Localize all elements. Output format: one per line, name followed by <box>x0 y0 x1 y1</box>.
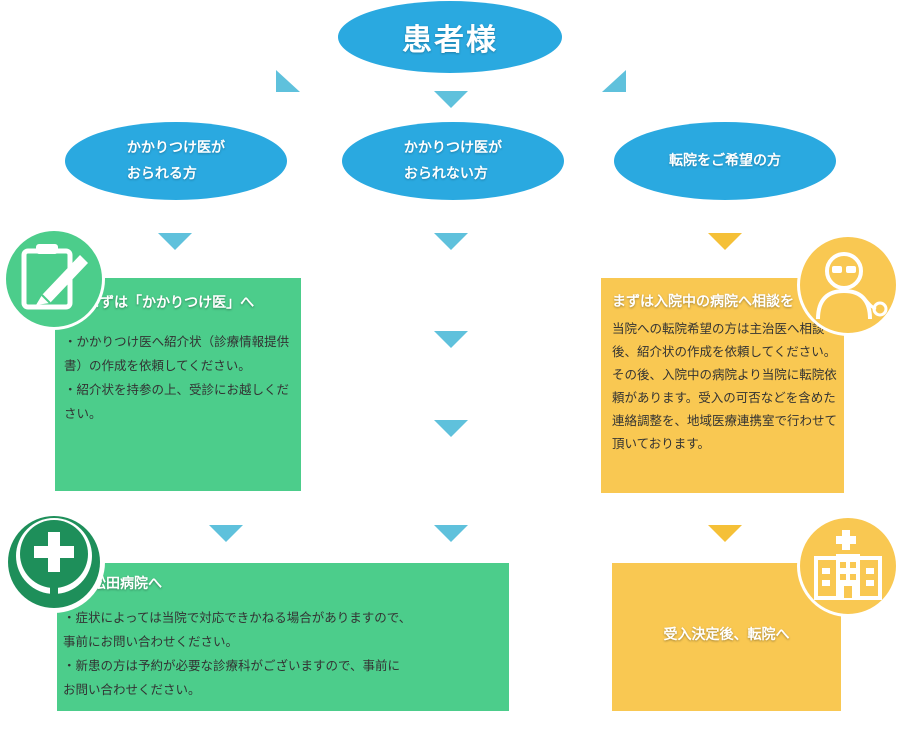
patient-label: 患者様 <box>402 23 498 58</box>
arrow-down-right-diagonal <box>602 70 626 92</box>
arrow-down-middle-3 <box>434 420 468 437</box>
branch-middle-line1: かかりつけ医が <box>403 140 503 156</box>
arrow-down-left-1 <box>158 233 192 250</box>
matsuda-line3: ・新患の方は予約が必要な診療科がございますので、事前に <box>63 658 401 673</box>
family-doctor-box <box>55 278 301 491</box>
arrow-down-middle-1 <box>434 233 468 250</box>
branch-left-line1: かかりつけ医が <box>126 140 226 156</box>
clipboard-pen-icon <box>3 228 105 330</box>
family-doctor-line1: ・かかりつけ医へ紹介状（診療情報提供書）の作成を依頼してください。 <box>64 334 290 373</box>
branch-right-line1: 転院をご希望の方 <box>669 153 781 169</box>
matsuda-hospital-text: ・症状によっては当院で対応できかねる場合がありますので、 事前にお問い合わせくだ… <box>63 606 503 702</box>
family-doctor-line2: ・紹介状を持参の上、受診にお越しください。 <box>64 382 290 421</box>
arrow-down-right-1 <box>708 233 742 250</box>
doctor-icon <box>797 234 899 336</box>
family-doctor-text: ・かかりつけ医へ紹介状（診療情報提供書）の作成を依頼してください。 ・紹介状を持… <box>64 330 296 426</box>
hospital-building-icon <box>797 515 899 617</box>
branch-left-line2: おられる方 <box>126 166 197 182</box>
branch-no-family-doctor: かかりつけ医が おられない方 <box>342 122 564 200</box>
family-doctor-title: まずは「かかりつけ医」へ <box>86 295 255 311</box>
branch-transfer-request: 転院をご希望の方 <box>614 122 836 200</box>
matsuda-line2: 事前にお問い合わせください。 <box>63 634 239 649</box>
matsuda-line1: ・症状によっては当院で対応できかねる場合がありますので、 <box>63 610 412 625</box>
hospital-tree-icon <box>3 511 105 613</box>
transfer-title: 受入決定後、転院へ <box>663 627 790 643</box>
matsuda-hospital-title: 松田病院へ <box>92 576 162 592</box>
current-hospital-title: まずは入院中の病院へ相談を <box>612 294 794 310</box>
patient-ellipse: 患者様 <box>338 1 562 73</box>
branch-has-family-doctor: かかりつけ医が おられる方 <box>65 122 287 200</box>
current-hospital-box <box>601 278 844 493</box>
arrow-down-left-2 <box>209 525 243 542</box>
arrow-down-right-2 <box>708 525 742 542</box>
arrow-down-center <box>434 91 468 108</box>
branch-middle-line2: おられない方 <box>403 166 488 182</box>
arrow-down-middle-2 <box>434 331 468 348</box>
arrow-down-left-diagonal <box>276 70 300 92</box>
matsuda-line4: お問い合わせください。 <box>63 682 201 697</box>
arrow-down-middle-4 <box>434 525 468 542</box>
matsuda-hospital-box <box>57 563 509 711</box>
current-hospital-text: 当院への転院希望の方は主治医へ相談後、紹介状の作成を依頼してください。その後、入… <box>612 321 838 451</box>
